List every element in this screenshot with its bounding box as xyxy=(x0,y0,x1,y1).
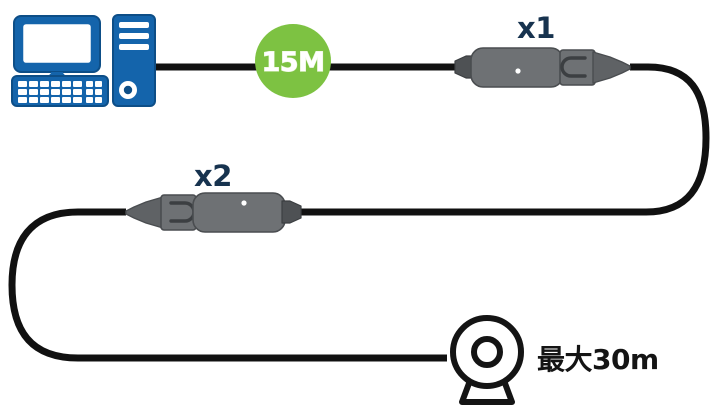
x1-plug-tip xyxy=(592,51,631,84)
x1-led-indicator xyxy=(515,68,521,74)
x1-usb-notch xyxy=(560,56,587,78)
x2-plug-tip xyxy=(125,196,164,229)
x2-label: x2 xyxy=(194,159,232,193)
tower-power-button-center xyxy=(123,85,133,95)
x2-body xyxy=(192,192,286,233)
cable-segment-x2-to-webcam xyxy=(8,208,447,362)
keyboard-keys xyxy=(18,81,102,103)
x1-usb-plug-shell xyxy=(559,49,596,86)
badge-label: 15M xyxy=(262,47,325,78)
cable-length-badge-icon: 15M xyxy=(255,24,331,98)
x1-body xyxy=(470,47,564,88)
x2-usb-plug-shell xyxy=(160,194,197,231)
webcam-lens xyxy=(471,336,503,368)
x2-led-indicator xyxy=(241,200,247,206)
max-distance-label: 最大30m xyxy=(537,343,659,376)
desktop-computer-icon xyxy=(11,14,156,107)
monitor-screen xyxy=(20,21,94,66)
usb-extender-x2: x2 xyxy=(125,159,302,233)
x2-strain-relief xyxy=(281,200,302,224)
cable-segment-x1-to-x2 xyxy=(300,63,710,216)
cable-group xyxy=(8,63,710,362)
badge-circle xyxy=(255,24,331,98)
webcam-icon xyxy=(450,315,524,405)
x1-label: x1 xyxy=(517,11,555,45)
tower-drive-slots xyxy=(119,22,149,50)
usb-extender-x1: x1 xyxy=(454,11,631,88)
